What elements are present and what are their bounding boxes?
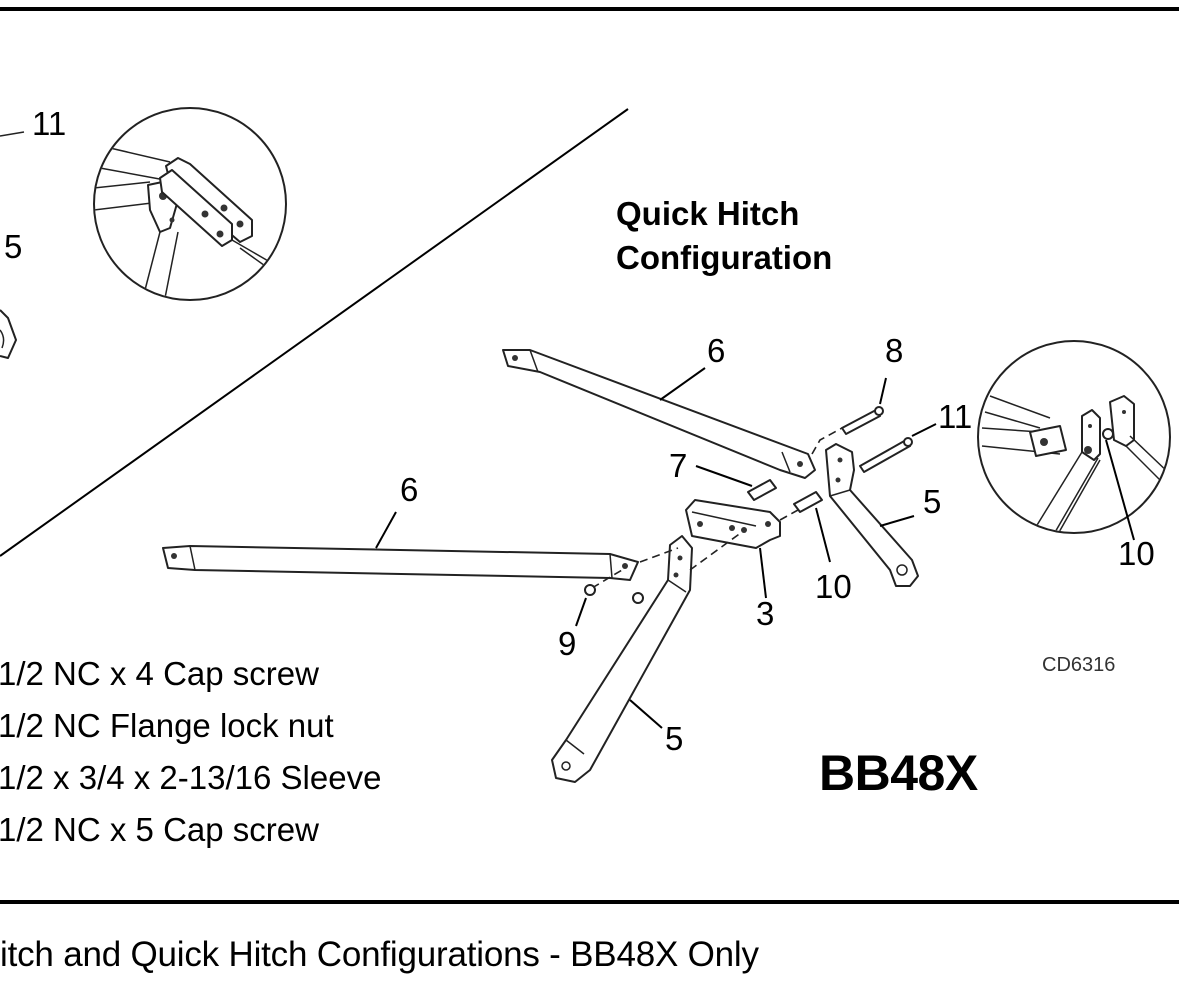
callout-8: 8 — [885, 332, 904, 369]
assembly-dash-5 — [811, 427, 843, 455]
assembly-dash-3 — [591, 569, 623, 589]
heading-line-1: Quick Hitch — [616, 195, 800, 232]
callout-5-right: 5 — [923, 483, 942, 520]
hitch-plate-3 — [685, 499, 781, 599]
exploded-parts-diagram — [0, 107, 1171, 783]
section-divider-line — [0, 108, 629, 557]
callout-10-center: 10 — [815, 568, 852, 605]
callout-7: 7 — [669, 447, 688, 484]
sleeve-10 — [793, 491, 831, 563]
assembly-dash-4 — [779, 509, 799, 521]
callout-6-upper: 6 — [707, 332, 726, 369]
assembly-dash-2 — [689, 531, 743, 571]
drawing-code: CD6316 — [1042, 654, 1116, 676]
callout-5-lower: 5 — [665, 720, 684, 757]
lift-arm-5-right — [825, 443, 919, 587]
cap-screw-8 — [841, 377, 887, 435]
callout-11-right: 11 — [938, 398, 973, 435]
top-border-rule — [0, 7, 1179, 11]
detail-circle-left — [93, 107, 287, 301]
bottom-border-rule — [0, 900, 1179, 904]
parts-list-item: 1/2 x 3/4 x 2-13/16 Sleeve — [0, 759, 382, 796]
sleeve-7 — [695, 465, 777, 501]
heading-line-2: Configuration — [616, 239, 833, 276]
callout-3: 3 — [756, 595, 775, 632]
callout-6-lower: 6 — [400, 471, 419, 508]
callout-11-left: 11 — [32, 105, 67, 142]
configuration-heading: Quick Hitch Configuration — [616, 192, 832, 280]
cap-screw-11 — [859, 423, 937, 473]
callout-5-left: 5 — [4, 228, 23, 265]
parts-list-item: 1/2 NC x 4 Cap screw — [0, 655, 319, 692]
brace-bar-6-lower — [162, 511, 639, 581]
model-label: BB48X — [819, 745, 978, 801]
brace-bar-6-upper — [502, 349, 816, 479]
callout-10-detail: 10 — [1118, 535, 1155, 572]
left-partial-bracket — [0, 309, 17, 359]
callout-9: 9 — [558, 625, 577, 662]
detail-circle-right — [977, 340, 1171, 541]
parts-list: 1/2 NC x 4 Cap screw 1/2 NC Flange lock … — [0, 648, 381, 856]
lift-arm-5-lower — [551, 535, 693, 783]
parts-list-item: 1/2 NC Flange lock nut — [0, 707, 334, 744]
assembly-dash-1 — [639, 547, 679, 563]
figure-caption: itch and Quick Hitch Configurations - BB… — [0, 935, 759, 974]
leader-11-left — [0, 131, 25, 137]
flange-nut-9 — [575, 584, 644, 627]
parts-list-item: 1/2 NC x 5 Cap screw — [0, 811, 319, 848]
